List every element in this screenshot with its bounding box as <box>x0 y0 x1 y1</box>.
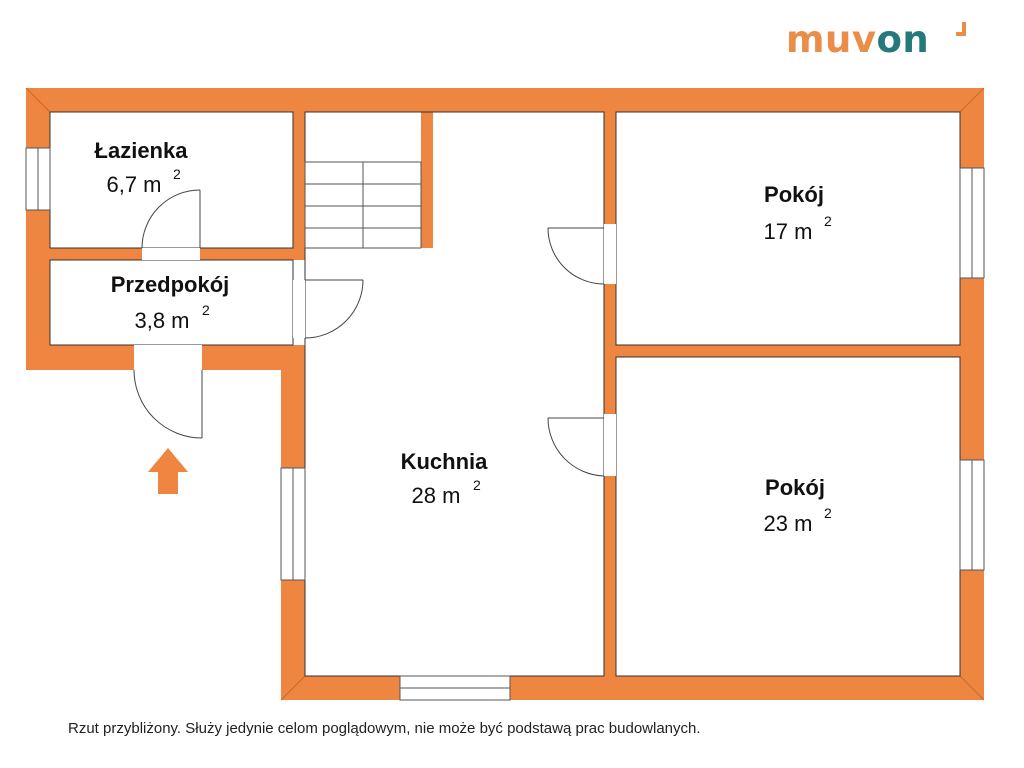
brand-logo: muvon <box>786 18 929 62</box>
door-entrance <box>133 345 203 439</box>
room-bathroom: Łazienka 6,7 m 2 <box>95 138 189 197</box>
room-bedroom-north-area: 17 m <box>764 219 813 244</box>
windows <box>25 147 985 701</box>
door-room-north <box>547 224 616 285</box>
room-hallway-name: Przedpokój <box>111 272 230 297</box>
entrance-arrow-icon <box>148 448 188 494</box>
room-bedroom-north: Pokój 17 m 2 <box>764 182 832 244</box>
stairs-icon <box>304 161 422 249</box>
window-room-north <box>959 167 985 279</box>
exterior-walls <box>26 88 984 700</box>
room-hallway: Przedpokój 3,8 m 2 <box>111 272 230 333</box>
room-bathroom-area-exp: 2 <box>173 166 181 182</box>
disclaimer-note: Rzut przybliżony. Służy jedynie celom po… <box>68 720 701 737</box>
room-bedroom-south-area: 23 m <box>764 511 813 536</box>
door-room-south <box>547 414 616 477</box>
room-hallway-area: 3,8 m <box>134 308 189 333</box>
doors <box>133 189 616 477</box>
wall-corner-lines <box>25 87 985 701</box>
logo-hook-icon <box>956 22 966 36</box>
room-bedroom-south: Pokój 23 m 2 <box>764 475 832 536</box>
room-kitchen-name: Kuchnia <box>401 449 489 474</box>
logo-text-part2: on <box>876 18 930 61</box>
window-bathroom <box>25 147 51 211</box>
interior-walls <box>50 112 960 676</box>
room-kitchen-area-exp: 2 <box>473 477 481 493</box>
room-bedroom-south-area-exp: 2 <box>824 505 832 521</box>
room-bedroom-north-area-exp: 2 <box>824 213 832 229</box>
room-kitchen-area: 28 m <box>412 483 461 508</box>
window-room-south <box>959 459 985 571</box>
door-bathroom <box>141 189 201 260</box>
room-bathroom-area: 6,7 m <box>106 172 161 197</box>
door-hall-to-kitchen <box>293 279 364 339</box>
window-kitchen-west <box>280 467 306 581</box>
window-kitchen-south <box>399 675 511 701</box>
room-bedroom-north-name: Pokój <box>764 182 824 207</box>
room-bedroom-south-name: Pokój <box>765 475 825 500</box>
logo-text-part1: muv <box>786 18 877 61</box>
room-bathroom-name: Łazienka <box>95 138 189 163</box>
room-hallway-area-exp: 2 <box>202 302 210 318</box>
room-kitchen: Kuchnia 28 m 2 <box>401 449 489 508</box>
